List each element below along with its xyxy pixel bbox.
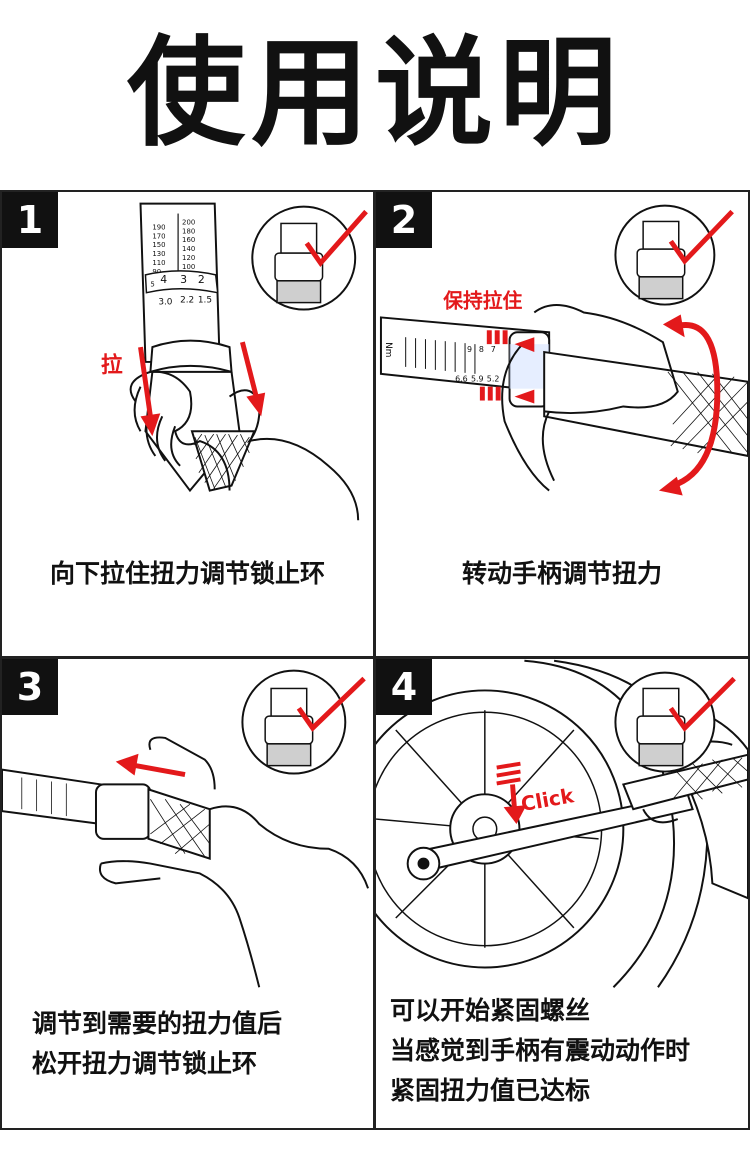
scale-right-5: 120 (182, 254, 195, 262)
scale-left-3: 150 (152, 241, 165, 249)
scale-tick-1: 9 (467, 345, 472, 354)
step-2-number: 2 (376, 192, 432, 248)
hold-label: 保持拉住 (442, 290, 522, 313)
step-1-number: 1 (2, 192, 58, 248)
scale-row2-a: 3.0 (158, 298, 172, 308)
step-4-caption-line-2: 当感觉到手柄有震动动作时 (390, 1036, 691, 1065)
step-4-number: 4 (376, 659, 432, 715)
scale-right-1: 200 (182, 218, 195, 226)
scale-row1-b: 4 (160, 273, 167, 286)
step-1-illustration: 190 170 150 130 110 90 200 180 160 140 1… (101, 202, 368, 521)
scale-right-3: 160 (182, 236, 195, 244)
step-1-inset (251, 205, 357, 311)
instruction-grid: 1 190 170 150 130 110 90 200 180 160 140… (0, 190, 750, 1130)
click-label: Click (519, 784, 576, 816)
step-3-panel: 3 (0, 657, 375, 1130)
step-4-caption: 可以开始紧固螺丝 当感觉到手柄有震动动作时 紧固扭力值已达标 (376, 991, 748, 1111)
scale-row1-a: 5 (150, 281, 154, 289)
step-4-inset (614, 671, 716, 773)
step-4-caption-line-3: 紧固扭力值已达标 (390, 1076, 591, 1105)
step-1-caption: 向下拉住扭力调节锁止环 (2, 554, 373, 590)
scale-left-5: 110 (152, 259, 165, 267)
scale-right-6: 100 (182, 263, 195, 271)
step-4-caption-line-1: 可以开始紧固螺丝 (390, 996, 591, 1025)
scale-row2-c: 1.5 (198, 296, 212, 306)
page-title: 使用说明 (126, 24, 623, 162)
step-1-caption-line: 向下拉住扭力调节锁止环 (49, 559, 325, 588)
scale-tick-2: 8 (479, 345, 484, 354)
step-3-caption: 调节到需要的扭力值后 松开扭力调节锁止环 (2, 1004, 373, 1084)
step-3-number: 3 (2, 659, 58, 715)
unit-label: Nm (383, 342, 393, 357)
scale-right-2: 180 (182, 227, 195, 235)
pull-label: 拉 (101, 352, 123, 378)
step-2-panel: 2 Nm 9 8 7 6.6 5.9 5.2 (374, 190, 750, 658)
checkmark-icon (304, 209, 368, 268)
scale-tick-3: 7 (491, 345, 496, 354)
step-1-panel: 1 190 170 150 130 110 90 200 180 160 140… (0, 190, 375, 658)
scale-tick2-1: 6.6 (455, 375, 468, 384)
scale-left-6: 90 (152, 268, 161, 276)
step-2-caption: 转动手柄调节扭力 (376, 554, 748, 590)
step-3-illustration (2, 669, 369, 988)
step-3-inset (241, 669, 347, 775)
scale-row1-c: 3 (180, 273, 187, 286)
scale-left-2: 170 (152, 232, 165, 240)
checkmark-icon (668, 209, 734, 265)
step-2-inset (614, 204, 716, 306)
step-2-illustration: Nm 9 8 7 6.6 5.9 5.2 (379, 204, 748, 496)
scale-left-4: 130 (152, 250, 165, 258)
scale-right-4: 140 (182, 245, 195, 253)
scale-row2-b: 2.2 (180, 296, 194, 306)
step-2-caption-line: 转动手柄调节扭力 (461, 559, 662, 588)
step-3-caption-line-2: 松开扭力调节锁止环 (32, 1049, 258, 1078)
scale-tick2-2: 5.9 (471, 375, 484, 384)
checkmark-icon (668, 676, 736, 732)
scale-tick2-3: 5.2 (487, 375, 500, 384)
step-3-caption-line-1: 调节到需要的扭力值后 (32, 1009, 283, 1038)
checkmark-icon (296, 676, 366, 732)
step-4-illustration: Click (376, 659, 748, 988)
step-4-panel: 4 (374, 657, 750, 1130)
scale-row1-d: 2 (198, 273, 205, 286)
scale-left-1: 190 (152, 223, 165, 231)
